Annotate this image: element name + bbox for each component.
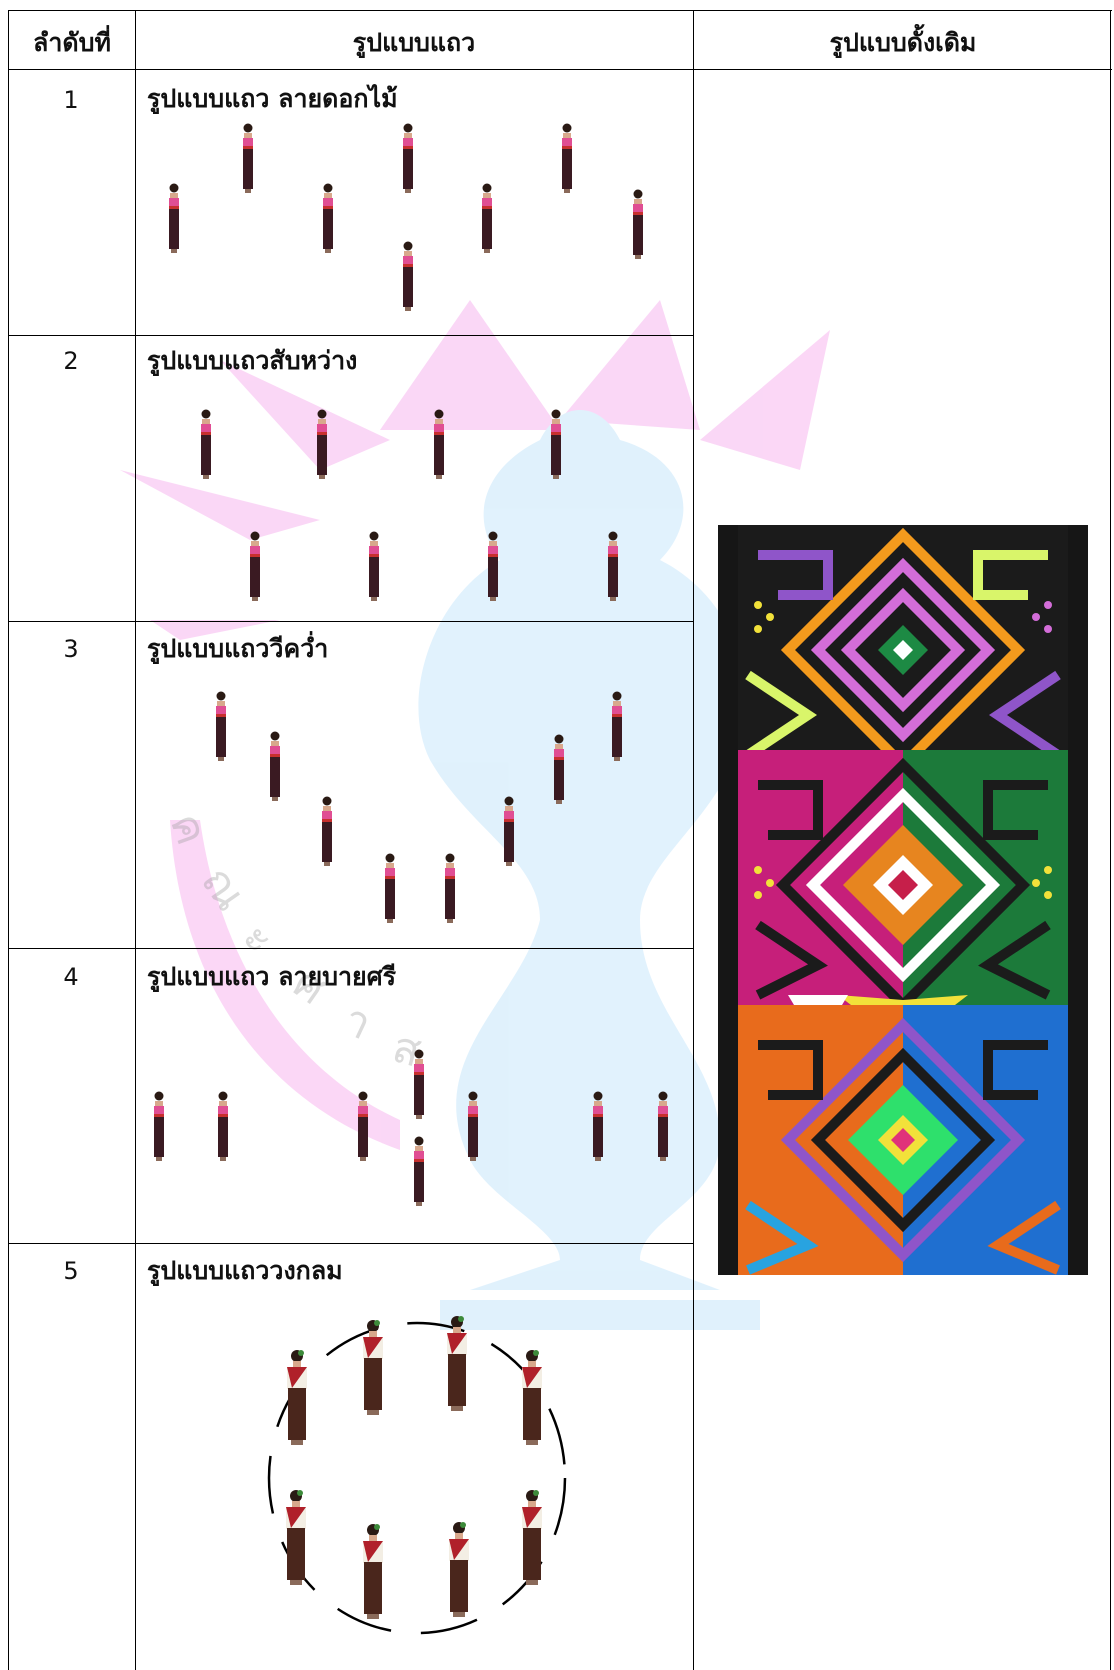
dancer-figure-icon <box>311 408 333 480</box>
dancer-figure-icon <box>195 408 217 480</box>
column-divider <box>135 10 136 1670</box>
header-divider <box>8 69 1112 70</box>
dancer-figure-icon <box>397 240 419 312</box>
traditional-textile-image <box>718 525 1088 1275</box>
row-title: รูปแบบแถววีคว่ำ <box>147 634 329 663</box>
dancer-figure-icon <box>163 182 185 254</box>
formation-table <box>8 10 1112 1670</box>
table-border-top <box>8 10 1112 11</box>
dancer-figure-icon <box>316 795 338 867</box>
table-border-right <box>1110 10 1111 1670</box>
dancer-figure-icon <box>498 795 520 867</box>
dancer-figure-icon <box>317 182 339 254</box>
dancer-figure-icon <box>515 1488 549 1588</box>
dancer-figure-icon <box>352 1090 374 1162</box>
dancer-figure-icon <box>587 1090 609 1162</box>
dancer-figure-icon <box>264 730 286 802</box>
circle-formation-outline <box>267 1321 567 1635</box>
dancer-figure-icon <box>428 408 450 480</box>
header-traditional: รูปแบบดั้งเดิม <box>829 28 977 57</box>
dancer-figure-icon <box>476 182 498 254</box>
dancer-figure-icon <box>148 1090 170 1162</box>
dancer-figure-icon <box>627 188 649 260</box>
row-divider <box>8 621 693 622</box>
dancer-figure-icon <box>652 1090 674 1162</box>
dancer-figure-icon <box>440 1314 474 1414</box>
row-title: รูปแบบแถววงกลม <box>147 1256 343 1285</box>
dancer-figure-icon <box>244 530 266 602</box>
header-formation: รูปแบบแถว <box>352 28 476 57</box>
row-title: รูปแบบแถว ลายดอกไม้ <box>147 84 398 113</box>
row-number: 2 <box>63 347 79 375</box>
dancer-figure-icon <box>548 733 570 805</box>
row-title: รูปแบบแถว ลายบายศรี <box>147 962 396 991</box>
dancer-figure-icon <box>439 852 461 924</box>
row-divider <box>8 335 693 336</box>
dancer-figure-icon <box>356 1318 390 1418</box>
dancer-figure-icon <box>363 530 385 602</box>
dancer-figure-icon <box>556 122 578 194</box>
row-divider <box>8 948 693 949</box>
row-title: รูปแบบแถวสับหว่าง <box>147 346 358 375</box>
dancer-figure-icon <box>408 1048 430 1120</box>
row-number: 3 <box>63 635 79 663</box>
dancer-figure-icon <box>442 1520 476 1620</box>
dancer-figure-icon <box>379 852 401 924</box>
dancer-figure-icon <box>210 690 232 762</box>
dancer-figure-icon <box>212 1090 234 1162</box>
dancer-figure-icon <box>280 1348 314 1448</box>
dancer-figure-icon <box>397 122 419 194</box>
dancer-figure-icon <box>356 1522 390 1622</box>
table-border-left <box>8 10 9 1670</box>
dancer-figure-icon <box>482 530 504 602</box>
row-number: 5 <box>63 1257 79 1285</box>
dancer-figure-icon <box>515 1348 549 1448</box>
dancer-figure-icon <box>237 122 259 194</box>
dancer-figure-icon <box>606 690 628 762</box>
dancer-figure-icon <box>545 408 567 480</box>
column-divider <box>693 10 694 1670</box>
dancer-figure-icon <box>408 1135 430 1207</box>
row-number: 4 <box>63 963 79 991</box>
row-divider <box>8 1243 693 1244</box>
dancer-figure-icon <box>602 530 624 602</box>
dancer-figure-icon <box>279 1488 313 1588</box>
dancer-figure-icon <box>462 1090 484 1162</box>
header-sequence: ลำดับที่ <box>33 28 111 57</box>
row-number: 1 <box>63 86 79 114</box>
